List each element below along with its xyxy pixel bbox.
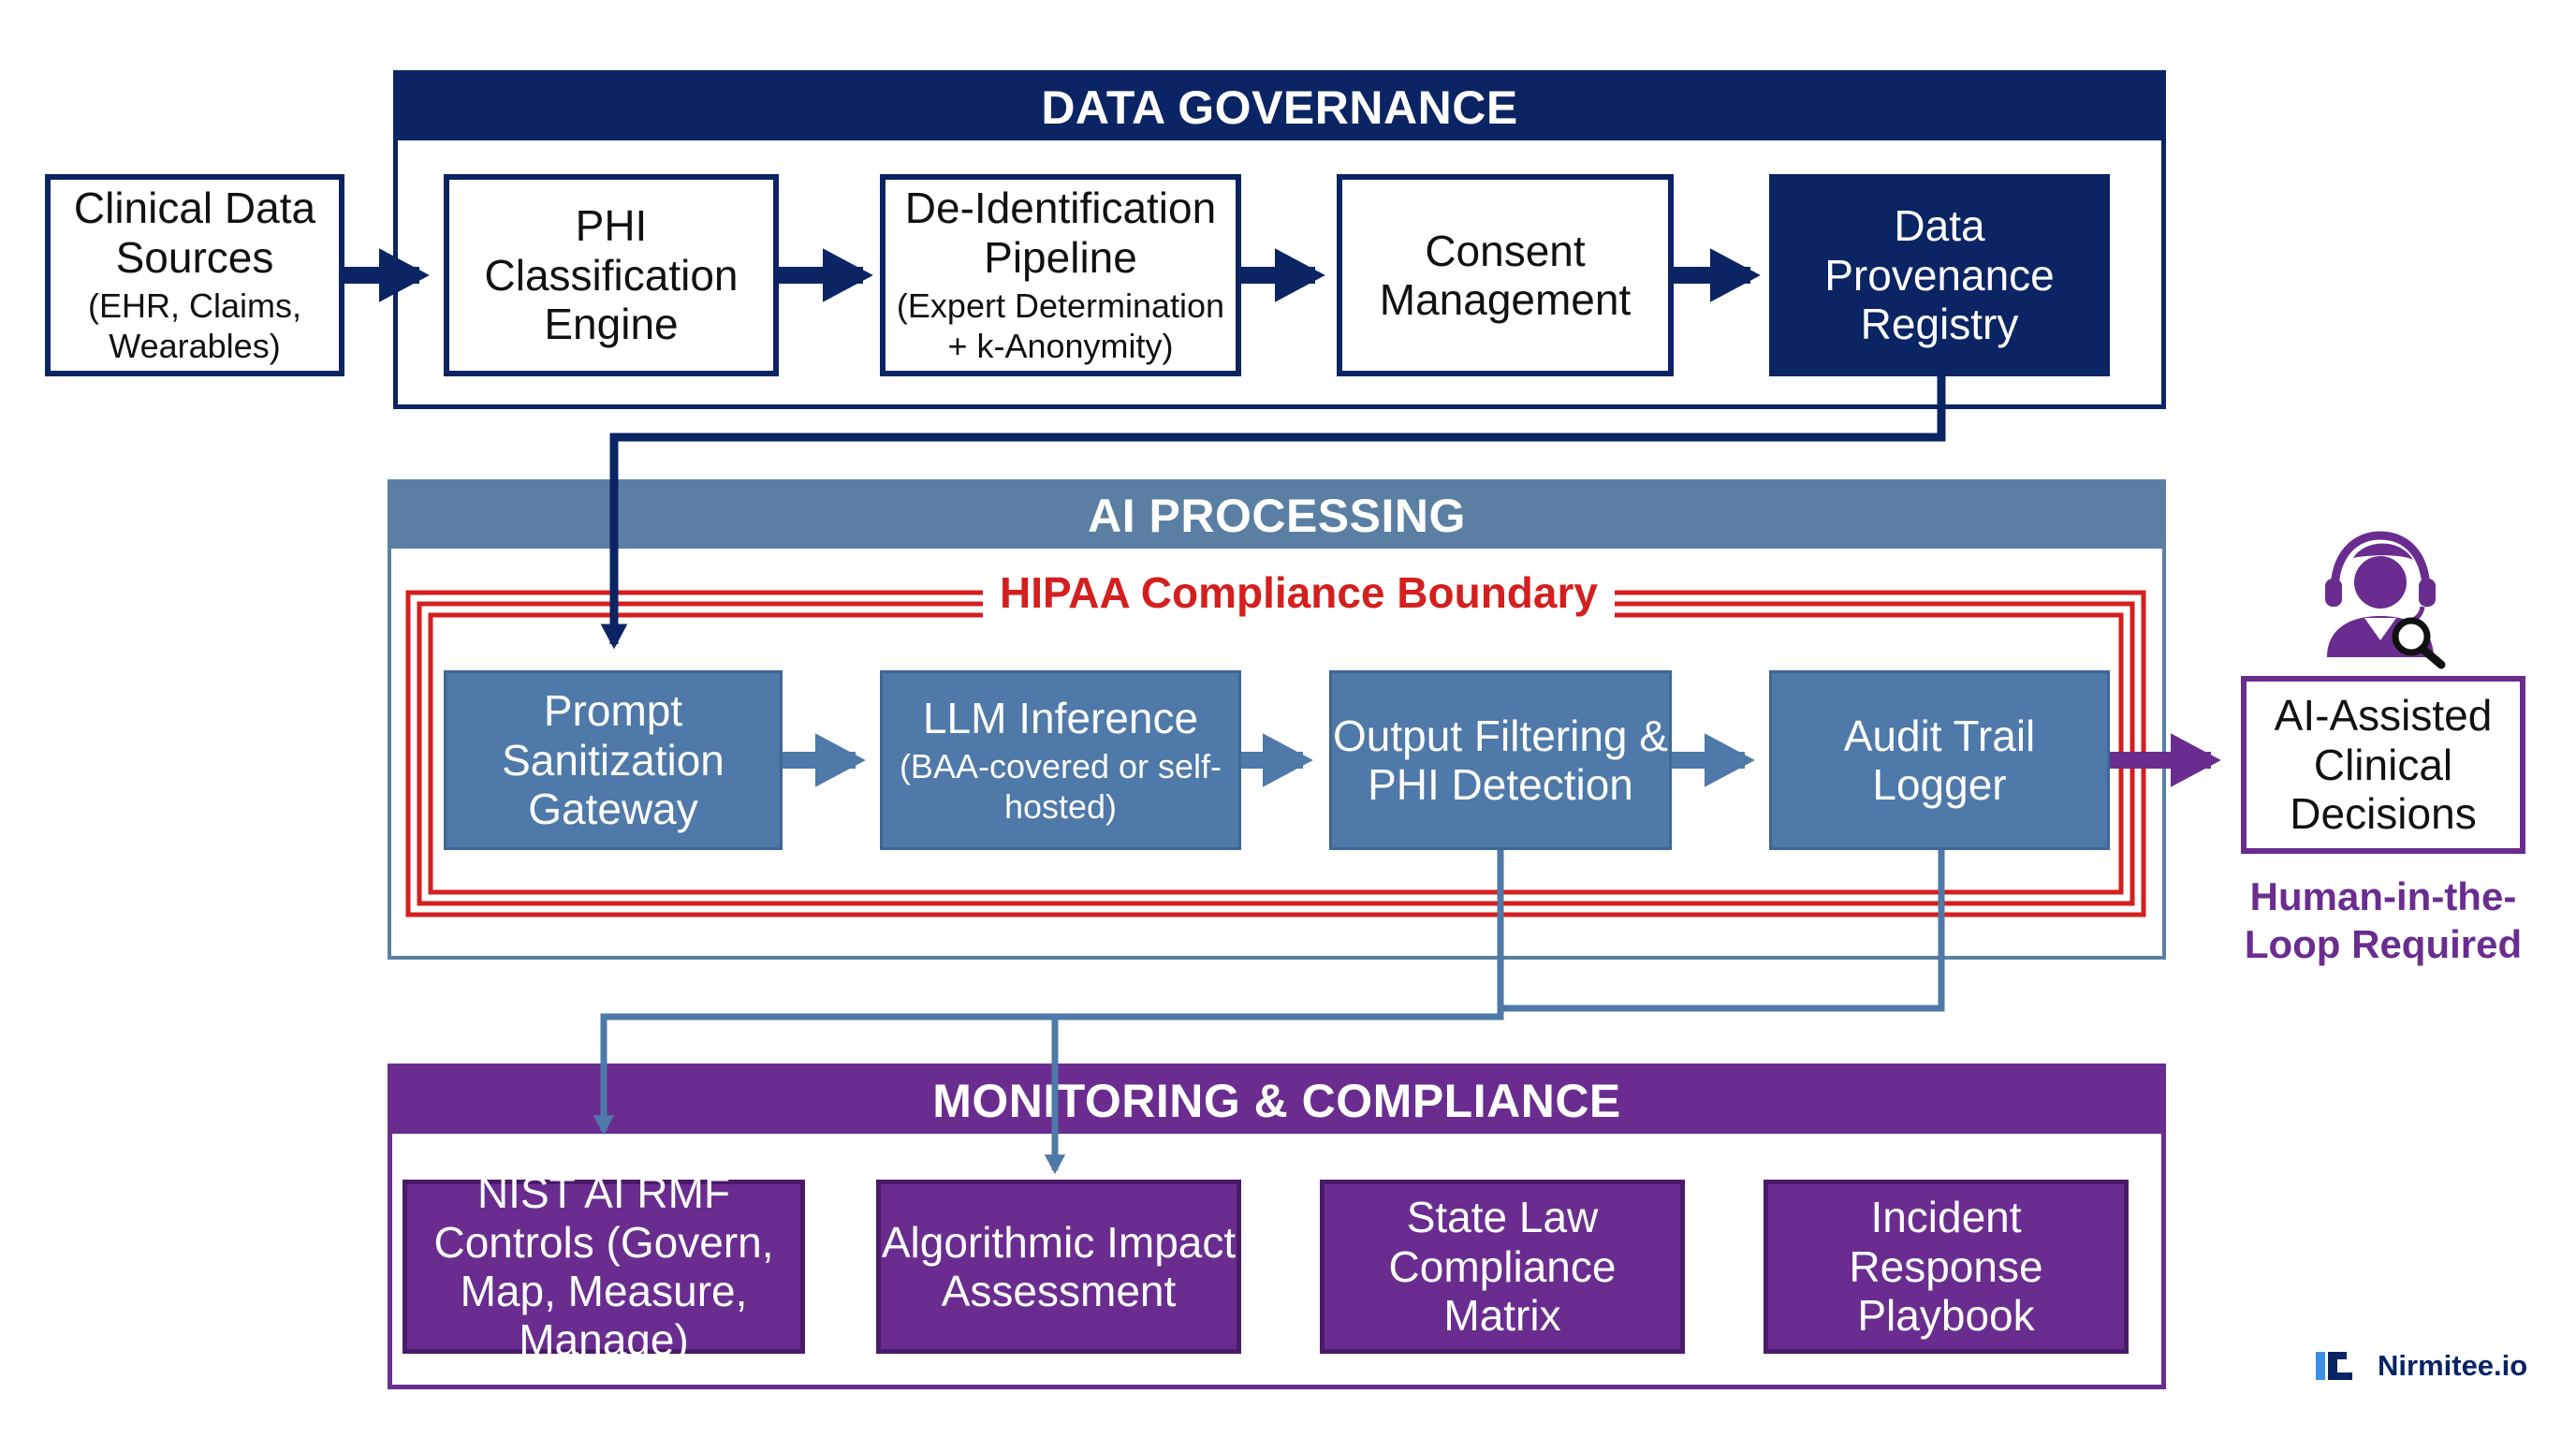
data-governance-header: DATA GOVERNANCE (398, 75, 2161, 140)
incident-response-playbook-box: Incident Response Playbook (1764, 1180, 2129, 1354)
prompt-sanitization-gateway-title: Prompt Sanitization Gateway (502, 686, 724, 834)
llm-inference-subtitle: (BAA-covered or self-hosted) (899, 747, 1222, 827)
data-provenance-registry-title: Data Provenance Registry (1824, 201, 2055, 349)
phi-classification-engine-title: PHI Classification Engine (484, 201, 739, 349)
monitoring-compliance-section: MONITORING & COMPLIANCE (388, 1064, 2166, 1389)
data-governance-section: DATA GOVERNANCE (393, 70, 2166, 409)
nist-ai-rmf-controls-title: NIST AI RMF Controls (Govern, Map, Measu… (433, 1168, 774, 1365)
clinical-data-sources-box: Clinical Data Sources (EHR, Claims, Wear… (45, 174, 344, 376)
ai-assisted-clinical-decisions-title: AI-Assisted Clinical Decisions (2274, 691, 2493, 839)
state-law-compliance-matrix-title: State Law Compliance Matrix (1388, 1193, 1617, 1341)
data-governance-title: DATA GOVERNANCE (1041, 81, 1518, 134)
audit-trail-logger-box: Audit Trail Logger (1769, 670, 2110, 850)
data-provenance-registry-box: Data Provenance Registry (1769, 174, 2110, 376)
ai-processing-header: AI PROCESSING (391, 483, 2162, 549)
clinical-data-sources-title: Clinical Data Sources (73, 183, 316, 282)
nirmitee-logo-icon (2316, 1352, 2352, 1380)
monitoring-compliance-title: MONITORING & COMPLIANCE (932, 1075, 1621, 1127)
state-law-compliance-matrix-box: State Law Compliance Matrix (1320, 1180, 1685, 1354)
output-filtering-title: Output Filtering & PHI Detection (1333, 711, 1668, 809)
consent-management-box: Consent Management (1337, 174, 1674, 376)
output-filtering-box: Output Filtering & PHI Detection (1329, 670, 1672, 850)
ai-assisted-clinical-decisions-box: AI-Assisted Clinical Decisions (2241, 676, 2525, 854)
llm-inference-title: LLM Inference (922, 693, 1199, 742)
arrow-provenance-to-prompt (600, 376, 1946, 650)
de-identification-pipeline-subtitle: (Expert Determination + k-Anonymity) (896, 286, 1225, 366)
ai-processing-section: AI PROCESSING (388, 479, 2166, 960)
de-identification-pipeline-title: De-Identification Pipeline (904, 183, 1217, 282)
algorithmic-impact-assessment-box: Algorithmic Impact Assessment (876, 1180, 1241, 1354)
clinical-data-sources-subtitle: (EHR, Claims, Wearables) (87, 286, 301, 366)
processing-to-monitoring-lines (593, 850, 1945, 1175)
ai-processing-title: AI PROCESSING (1088, 490, 1466, 542)
monitoring-compliance-header: MONITORING & COMPLIANCE (392, 1068, 2161, 1134)
prompt-sanitization-gateway-box: Prompt Sanitization Gateway (444, 670, 783, 850)
consent-management-title: Consent Management (1379, 226, 1632, 324)
llm-inference-box: LLM Inference (BAA-covered or self-hoste… (880, 670, 1241, 850)
brand-name: Nirmitee.io (2378, 1349, 2528, 1382)
incident-response-playbook-title: Incident Response Playbook (1849, 1193, 2043, 1341)
hipaa-boundary-label: HIPAA Compliance Boundary (983, 567, 1615, 618)
human-in-the-loop-note: Human-in-the-Loop Required (2244, 874, 2523, 967)
de-identification-pipeline-box: De-Identification Pipeline (Expert Deter… (880, 174, 1241, 376)
audit-trail-logger-title: Audit Trail Logger (1843, 711, 2036, 809)
algorithmic-impact-assessment-title: Algorithmic Impact Assessment (881, 1217, 1237, 1315)
brand-logo: Nirmitee.io (2316, 1348, 2527, 1384)
nist-ai-rmf-controls-box: NIST AI RMF Controls (Govern, Map, Measu… (402, 1168, 805, 1364)
phi-classification-engine-box: PHI Classification Engine (444, 174, 779, 376)
clinician-with-headset-and-magnifier-icon (2325, 531, 2446, 669)
